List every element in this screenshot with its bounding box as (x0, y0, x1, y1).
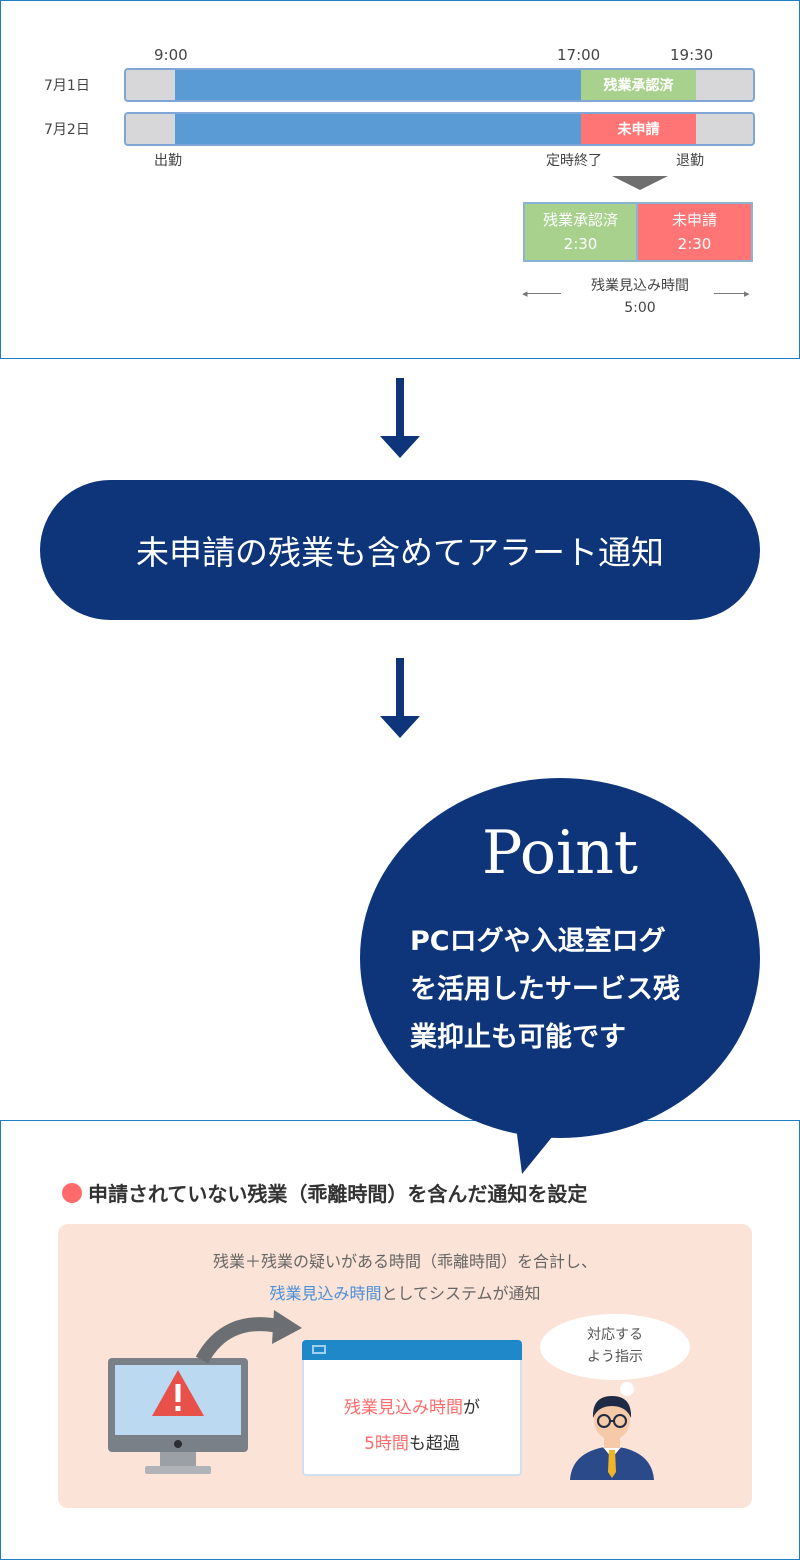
point-line1: PCログや入退室ログ (410, 926, 666, 957)
notification-window-titlebar (302, 1340, 522, 1360)
span-arrow-left (525, 293, 561, 294)
point-line2: を活用したサービス残 (410, 974, 680, 1005)
notification-message-line2: 5時間も超過 (302, 1426, 522, 1462)
regular-work-segment (175, 114, 581, 144)
date-label-row1: 7月1日 (44, 78, 90, 94)
monitor-stand-neck (160, 1452, 196, 1466)
explanation-line2-rest: としてシステムが通知 (381, 1284, 541, 1303)
point-title: Point (481, 818, 638, 888)
monitor-power-dot (174, 1440, 182, 1448)
notification-message: 残業見込み時間が 5時間も超過 (302, 1390, 522, 1462)
total-estimate: 残業見込み時間 5:00 (560, 275, 720, 319)
time-label-start: 9:00 (154, 46, 188, 64)
point-line3: 業抑止も可能です (410, 1022, 626, 1053)
manager-person-icon (570, 1396, 654, 1480)
time-label-leave: 19:30 (670, 46, 714, 64)
alert-notification-banner: 未申請の残業も含めてアラート通知 (40, 480, 760, 620)
down-arrow-icon (380, 658, 420, 738)
down-arrow-icon (380, 378, 420, 458)
approved-overtime-segment: 残業承認済 (581, 70, 696, 100)
thought-bubble (540, 1314, 690, 1380)
marker-regular-end: 定時終了 (546, 153, 602, 169)
notification-heading-text: 申請されていない残業（乖離時間）を含んだ通知を設定 (88, 1182, 588, 1206)
total-estimate-value: 5:00 (624, 300, 656, 316)
explanation-highlight: 残業見込み時間 (269, 1284, 382, 1303)
unapplied-overtime-segment: 未申請 (581, 114, 696, 144)
monitor-stand-base (145, 1466, 211, 1474)
notification-heading: 申請されていない残業（乖離時間）を含んだ通知を設定 (62, 1178, 587, 1207)
span-arrow-right (714, 293, 748, 294)
thought-dot (620, 1382, 634, 1396)
summary-unapplied-value: 2:30 (677, 235, 712, 253)
down-triangle-icon (612, 176, 668, 190)
curved-arrow-icon (196, 1310, 302, 1364)
notification-text-ga: が (463, 1398, 480, 1418)
notification-message-line1: 残業見込み時間が (302, 1390, 522, 1426)
summary-approved-box: 残業承認済 2:30 (523, 202, 638, 262)
notification-text-exceed: も超過 (408, 1434, 460, 1454)
point-bubble (360, 778, 760, 1138)
point-description: PCログや入退室ログ を活用したサービス残 業抑止も可能です (410, 918, 730, 1062)
explanation-text: 残業＋残業の疑いがある時間（乖離時間）を合計し、 残業見込み時間としてシステムが… (58, 1246, 752, 1310)
arrow-right-icon: ▸ (744, 287, 750, 300)
notification-window (302, 1340, 522, 1476)
marker-clock-in: 出勤 (154, 153, 182, 169)
marker-clock-out: 退勤 (676, 153, 704, 169)
summary-approved-value: 2:30 (563, 235, 598, 253)
summary-unapplied-box: 未申請 2:30 (638, 202, 753, 262)
regular-work-segment (175, 70, 581, 100)
window-icon (312, 1345, 326, 1354)
thought-bubble-text: 対応する よう指示 (540, 1324, 690, 1368)
time-label-regular-end: 17:00 (557, 46, 601, 64)
estimate-highlight: 残業見込み時間 (344, 1398, 463, 1418)
date-label-row2: 7月2日 (44, 122, 90, 138)
warning-icon (152, 1370, 204, 1416)
summary-approved-label: 残業承認済 (542, 211, 618, 229)
explanation-line2: 残業見込み時間としてシステムが通知 (58, 1278, 752, 1310)
timeline-bar-row2: 未申請 (124, 112, 755, 146)
thought-line2: よう指示 (587, 1349, 643, 1365)
hours-highlight: 5時間 (364, 1434, 409, 1454)
explanation-line1: 残業＋残業の疑いがある時間（乖離時間）を合計し、 (212, 1252, 597, 1271)
summary-unapplied-label: 未申請 (671, 211, 717, 229)
total-estimate-label: 残業見込み時間 (591, 278, 689, 294)
thought-line1: 対応する (587, 1327, 643, 1343)
timeline-bar-row1: 残業承認済 (124, 68, 755, 102)
arrow-left-icon: ◂ (522, 287, 528, 300)
point-bubble-tail (514, 1110, 574, 1174)
bullet-dot-icon (62, 1182, 82, 1203)
